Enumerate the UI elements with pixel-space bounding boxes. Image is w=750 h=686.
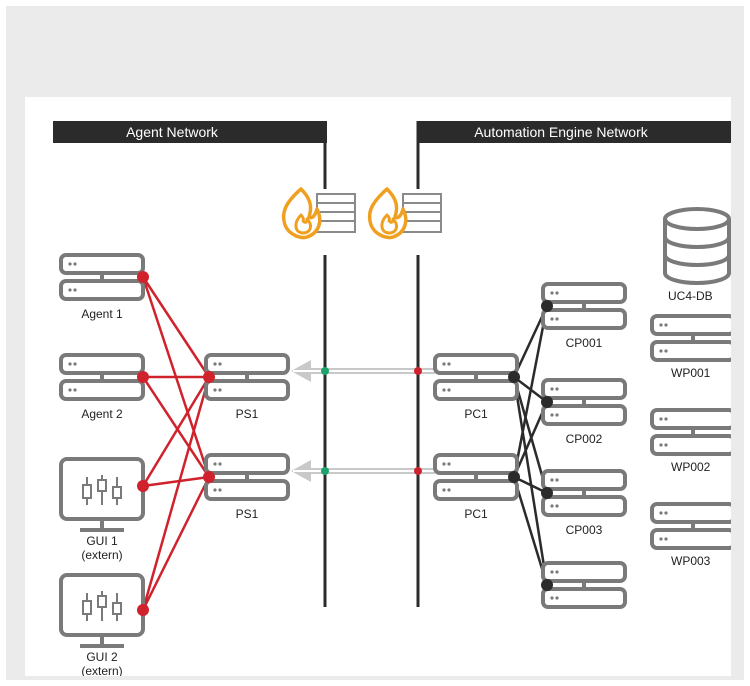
cp-server-2: CP002	[541, 378, 627, 446]
server-icon	[204, 453, 290, 501]
gui-1-sublabel: (extern)	[81, 548, 122, 562]
agent-1: Agent 1	[59, 253, 149, 321]
agent-side-links	[141, 276, 211, 611]
connection-dot	[508, 371, 520, 383]
wp-3-label: WP003	[671, 554, 711, 568]
firewall-icon	[281, 187, 357, 240]
monitor-chart-icon	[59, 573, 145, 648]
database-icon	[663, 207, 731, 285]
server-icon	[541, 561, 627, 609]
cp-3-label: CP003	[566, 523, 603, 537]
server-icon	[433, 353, 519, 401]
server-icon	[204, 353, 290, 401]
gui-2-label: GUI 2	[86, 650, 118, 664]
agent-2: Agent 2	[59, 353, 149, 421]
status-dot-red	[414, 467, 422, 475]
cp-server-4	[541, 561, 627, 609]
gui-2-sublabel: (extern)	[81, 664, 122, 676]
proxy-client-2: PC1	[433, 453, 520, 521]
automation-engine-network-header	[417, 121, 731, 143]
server-icon	[541, 378, 627, 426]
agent-1-label: Agent 1	[81, 307, 123, 321]
monitor-chart-icon	[59, 457, 145, 532]
pc-2-label: PC1	[464, 507, 488, 521]
proxy-arrow-2	[291, 460, 435, 482]
server-icon	[59, 353, 145, 401]
server-icon	[433, 453, 519, 501]
status-dot-green	[321, 467, 329, 475]
status-dot-green	[321, 367, 329, 375]
server-icon	[650, 408, 731, 456]
server-icon	[59, 253, 145, 301]
server-icon	[541, 282, 627, 330]
connection-dot	[203, 471, 215, 483]
cp-server-1: CP001	[541, 282, 627, 350]
automation-engine-network-label: Automation Engine Network	[474, 124, 649, 140]
wp-2-label: WP002	[671, 460, 711, 474]
server-icon	[650, 314, 731, 362]
diagram-panel: Agent Network Automation Engine Network	[25, 97, 731, 676]
diagram-frame: Agent Network Automation Engine Network	[6, 6, 744, 680]
connection-dot	[137, 480, 149, 492]
cp-1-label: CP001	[566, 336, 603, 350]
connection-dot	[203, 371, 215, 383]
pc-1-label: PC1	[464, 407, 488, 421]
proxy-client-1: PC1	[433, 353, 520, 421]
gui-1: GUI 1 (extern)	[59, 457, 149, 562]
proxy-arrow-1	[291, 360, 435, 382]
status-dot-red	[414, 367, 422, 375]
wp-server-3: WP003	[650, 502, 731, 568]
database-label: UC4-DB	[668, 289, 713, 303]
wp-1-label: WP001	[671, 366, 711, 380]
connection-dot	[508, 471, 520, 483]
server-icon	[650, 502, 731, 550]
ps-2-label: PS1	[236, 507, 259, 521]
connection-dot	[137, 271, 149, 283]
engine-side-links	[512, 305, 549, 586]
gui-2: GUI 2 (extern)	[59, 573, 149, 676]
agent-2-label: Agent 2	[81, 407, 123, 421]
connection-dot	[541, 487, 553, 499]
connection-dot	[541, 396, 553, 408]
proxy-server-2: PS1	[203, 453, 290, 521]
connection-dot	[541, 300, 553, 312]
cp-2-label: CP002	[566, 432, 603, 446]
network-diagram: Agent Network Automation Engine Network	[53, 121, 731, 676]
proxy-server-1: PS1	[203, 353, 290, 421]
firewall-icon	[367, 187, 443, 240]
wp-server-2: WP002	[650, 408, 731, 474]
server-icon	[541, 469, 627, 517]
gui-1-label: GUI 1	[86, 534, 118, 548]
cp-server-3: CP003	[541, 469, 627, 537]
connection-dot	[137, 371, 149, 383]
agent-network-label: Agent Network	[126, 124, 219, 140]
agent-network-header	[53, 121, 327, 143]
ps-1-label: PS1	[236, 407, 259, 421]
connection-dot	[541, 579, 553, 591]
connection-dot	[137, 604, 149, 616]
wp-server-1: WP001	[650, 314, 731, 380]
